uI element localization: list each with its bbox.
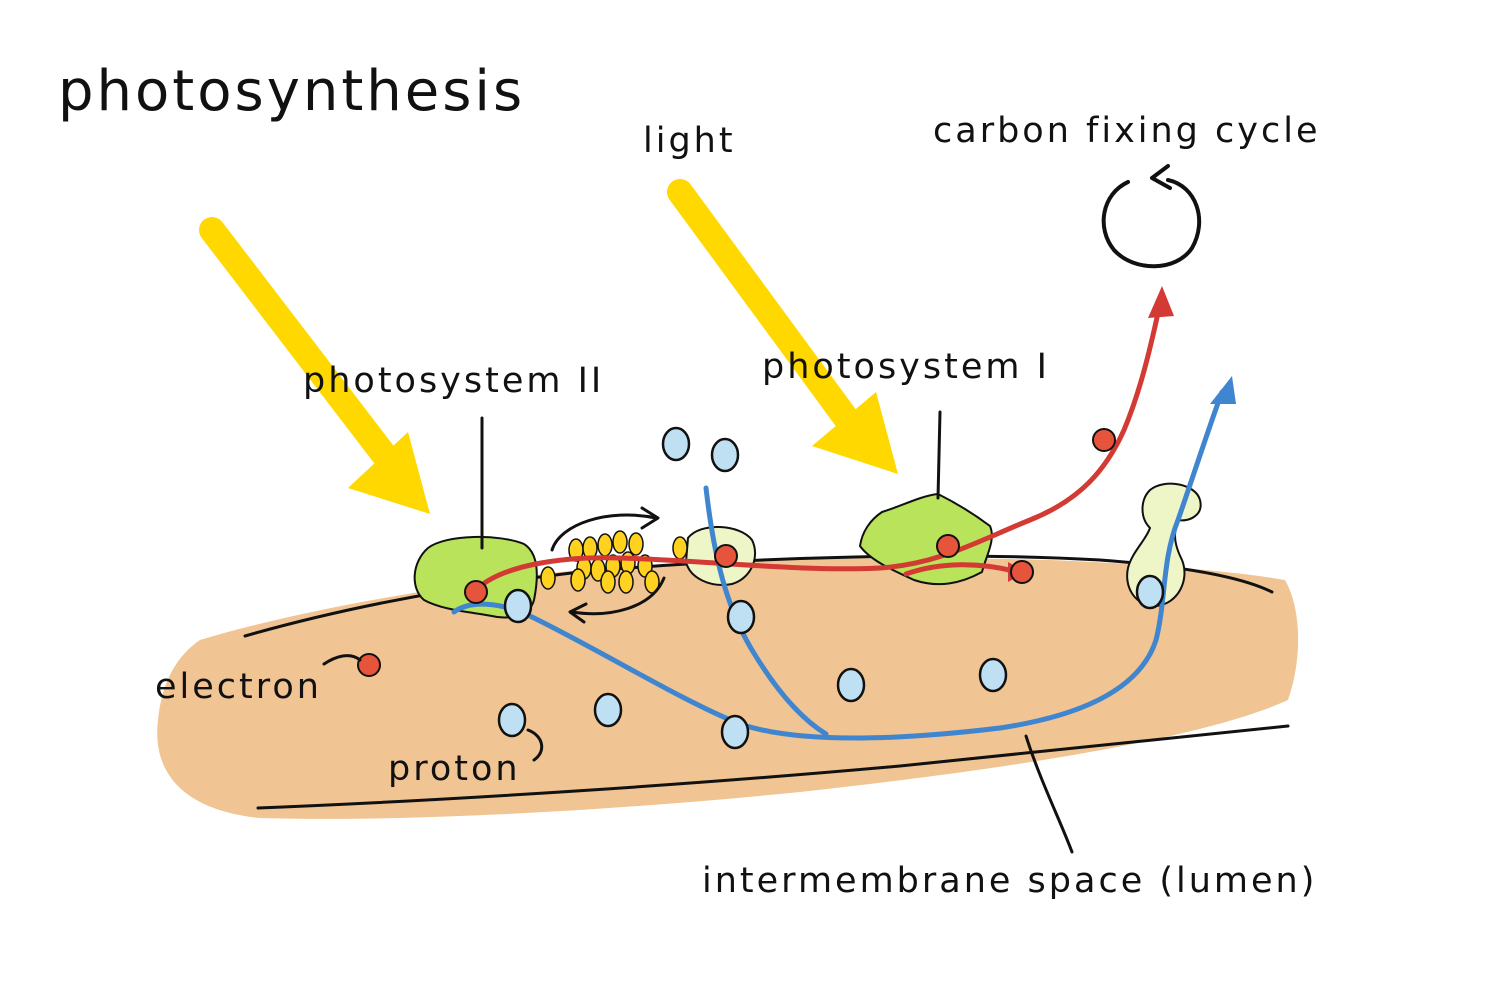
label-photosystem-2: photosystem II [303, 361, 604, 401]
leader-lumen [1024, 734, 1074, 854]
label-proton: proton [388, 749, 521, 789]
shuttle-arrowhead-bottom [568, 602, 588, 624]
photosystem-1-complex [860, 494, 992, 585]
leader-proton [526, 728, 544, 762]
proton [497, 702, 527, 738]
light-beam-left [199, 217, 430, 514]
proton [593, 692, 623, 728]
atp-synthase-outline [1126, 482, 1202, 607]
protons [497, 426, 1165, 750]
leader-electron [322, 654, 362, 666]
proton [726, 599, 756, 635]
electron-out [1092, 428, 1116, 452]
proton [836, 667, 866, 703]
proton [978, 657, 1008, 693]
proton-path-arrowhead [1210, 376, 1236, 404]
leader-photosystem-1 [936, 410, 942, 500]
label-electron: electron [155, 667, 322, 707]
label-lumen: intermembrane space (lumen) [702, 861, 1317, 901]
electron-path [473, 301, 1163, 593]
proton [1135, 574, 1165, 610]
proton [661, 426, 691, 462]
shuttle-arrowhead-top [640, 506, 660, 530]
circular-arrow-head [1150, 164, 1172, 190]
diagram-title: photosynthesis [58, 59, 525, 124]
shuttle-arrow-bottom [570, 576, 666, 616]
proton [503, 588, 533, 624]
plastoquinone-pool [540, 530, 688, 594]
proton [720, 714, 750, 750]
label-photosystem-1: photosystem I [762, 347, 1050, 387]
label-carbon-fixing-cycle: carbon fixing cycle [933, 111, 1320, 151]
electron-ps1 [936, 534, 960, 558]
electron-cytochrome [714, 544, 738, 568]
label-light: light [643, 121, 736, 161]
membrane-bottom-line [256, 724, 1290, 810]
electron-ps2 [464, 580, 488, 604]
electron-path-arrowhead [1148, 286, 1174, 318]
electron-branch [1010, 560, 1034, 584]
electrons [357, 428, 1116, 677]
electron-legend [357, 653, 381, 677]
proton-path [451, 389, 1225, 741]
shuttle-arrow-top [550, 513, 658, 552]
light-beam-right [667, 179, 898, 474]
circular-arrow-icon [1101, 178, 1202, 269]
proton [710, 437, 740, 473]
